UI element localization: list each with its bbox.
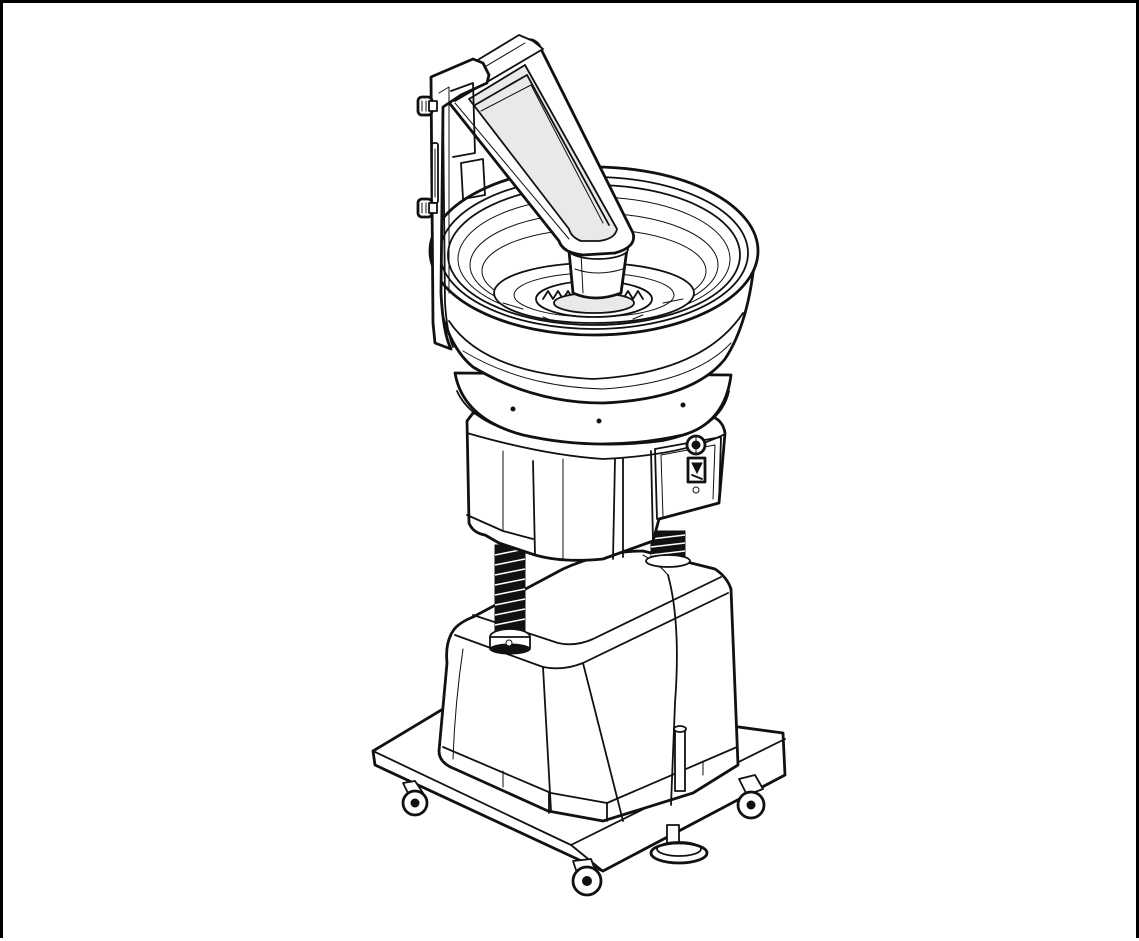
leveling-foot-icon xyxy=(649,824,709,865)
caster-wheel-icon xyxy=(571,858,603,897)
mounting-bracket xyxy=(429,57,491,351)
adjustment-knob-lower xyxy=(416,197,438,219)
drive-unit-body xyxy=(465,411,727,562)
caster-wheel-icon xyxy=(401,780,429,817)
feed-chute xyxy=(441,34,635,257)
base-housing xyxy=(437,549,740,823)
control-knob-icon xyxy=(685,434,707,456)
adjustment-knob-upper xyxy=(416,95,438,117)
switch-icon xyxy=(686,456,707,494)
front-spring xyxy=(489,544,531,655)
feeder-illustration xyxy=(371,34,787,897)
rear-spring xyxy=(645,530,691,568)
caster-wheel-icon xyxy=(736,774,766,820)
